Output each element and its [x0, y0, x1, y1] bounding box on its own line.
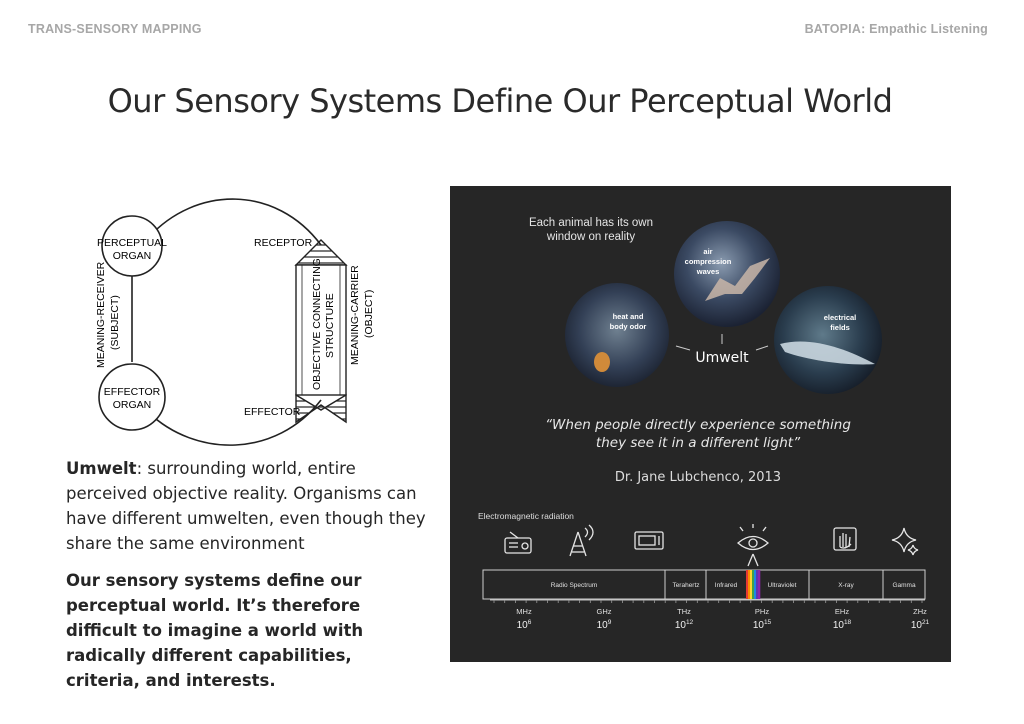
visible-color-stripe — [752, 570, 755, 599]
radio-icon — [504, 531, 532, 554]
fish-label-1: electrical — [824, 313, 857, 322]
unit-label: EHz — [835, 607, 849, 616]
band-terahertz: Terahertz — [672, 582, 699, 589]
unit-label: MHz — [516, 607, 532, 616]
meaning-carrier-label: MEANING-CARRIER — [349, 265, 361, 365]
quote-line-1: “When people directly experience somethi… — [545, 417, 851, 433]
connecting-structure-bar — [295, 264, 347, 396]
visible-color-stripe — [748, 570, 751, 599]
meaning-receiver-sub: (SUBJECT) — [109, 295, 121, 350]
quote-attribution: Dr. Jane Lubchenco, 2013 — [615, 470, 781, 485]
antenna-tower-icon — [569, 524, 594, 557]
sparkle-icon — [891, 527, 919, 556]
umwelt-panel: Each animal has its own window on realit… — [450, 186, 951, 662]
visible-color-stripe — [754, 570, 757, 599]
umwelt-definition: Umwelt: surrounding world, entire percei… — [66, 456, 426, 556]
intro-line-2: window on reality — [546, 231, 635, 243]
unit-label: PHz — [755, 607, 769, 616]
band-gamma: Gamma — [892, 582, 916, 589]
visible-light-band — [746, 570, 761, 599]
power-label: 109 — [597, 619, 612, 631]
unit-labels: MHz 106 GHz 109 THz 1012 PHz 1015 EHz 1018 ZHz 1021 — [516, 607, 929, 631]
tick-label-1: heat and — [613, 312, 644, 321]
effector-notch — [295, 393, 347, 424]
visible-color-stripe — [750, 570, 753, 599]
umwelt-term: Umwelt — [66, 459, 137, 478]
power-label: 1012 — [675, 619, 694, 631]
page-title: Our Sensory Systems Define Our Perceptua… — [107, 82, 893, 120]
circle-arc-bottom — [147, 399, 322, 446]
functional-circle-diagram: PERCEPTUAL ORGAN EFFECTOR ORGAN RECEPTOR… — [95, 198, 375, 446]
power-label: 1021 — [911, 619, 930, 631]
axis-ticks — [493, 600, 923, 603]
bat-bubble: air compression waves — [674, 221, 780, 327]
structure-label-1: OBJECTIVE CONNECTING — [311, 258, 323, 390]
tick-icon — [594, 352, 610, 372]
perceptual-organ-label-1: PERCEPTUAL — [97, 237, 167, 249]
bat-label-3: waves — [696, 267, 720, 276]
perceptual-organ-label-2: ORGAN — [113, 250, 152, 262]
meaning-carrier-sub: (OBJECT) — [363, 290, 375, 338]
circle-arc-top — [147, 198, 322, 246]
power-label: 1015 — [753, 619, 772, 631]
visible-color-stripe — [746, 570, 749, 599]
umwelt-center-label: Umwelt — [695, 350, 749, 366]
effector-organ-label-2: ORGAN — [113, 399, 152, 411]
spectrum-bar — [482, 569, 926, 600]
effector-label: EFFECTOR — [244, 406, 301, 418]
fish-label-2: fields — [830, 323, 850, 332]
receptor-label: RECEPTOR — [254, 237, 313, 249]
fish-icon — [780, 341, 875, 365]
power-label: 1018 — [833, 619, 852, 631]
section-label: TRANS-SENSORY MAPPING — [28, 22, 202, 36]
tick-label-2: body odor — [610, 322, 647, 331]
project-label: BATOPIA: Empathic Listening — [804, 22, 988, 36]
sensory-statement: Our sensory systems define our perceptua… — [66, 571, 364, 690]
band-radio: Radio Spectrum — [551, 582, 598, 589]
structure-label-2: STRUCTURE — [324, 293, 336, 358]
umwelt-definition-text: : surrounding world, entire perceived ob… — [66, 459, 426, 553]
bat-label-2: compression — [685, 257, 732, 266]
eye-icon — [737, 524, 769, 567]
bat-icon — [705, 258, 770, 301]
band-infrared: Infrared — [715, 582, 738, 589]
microwave-icon — [634, 531, 664, 550]
unit-label: THz — [677, 607, 691, 616]
power-label: 106 — [517, 619, 532, 631]
perceptual-organ-circle — [101, 215, 163, 277]
visible-color-stripe — [756, 570, 759, 599]
unit-label: ZHz — [913, 607, 927, 616]
effector-organ-label-1: EFFECTOR — [104, 386, 161, 398]
intro-line-1: Each animal has its own — [529, 217, 653, 229]
spectrum-title: Electromagnetic radiation — [478, 511, 574, 521]
fish-bubble: electrical fields — [774, 286, 882, 394]
quote-line-2: they see it in a different light” — [596, 435, 801, 451]
tick-bubble: heat and body odor — [565, 283, 669, 387]
band-xray: X-ray — [838, 582, 854, 589]
unit-label: GHz — [597, 607, 612, 616]
band-ultraviolet: Ultraviolet — [768, 582, 797, 589]
meaning-receiver-label: MEANING-RECEIVER — [95, 261, 107, 368]
xray-hand-icon — [833, 527, 857, 551]
effector-organ-circle — [98, 363, 166, 431]
bat-label-1: air — [703, 247, 712, 256]
visible-color-stripe — [758, 570, 761, 599]
